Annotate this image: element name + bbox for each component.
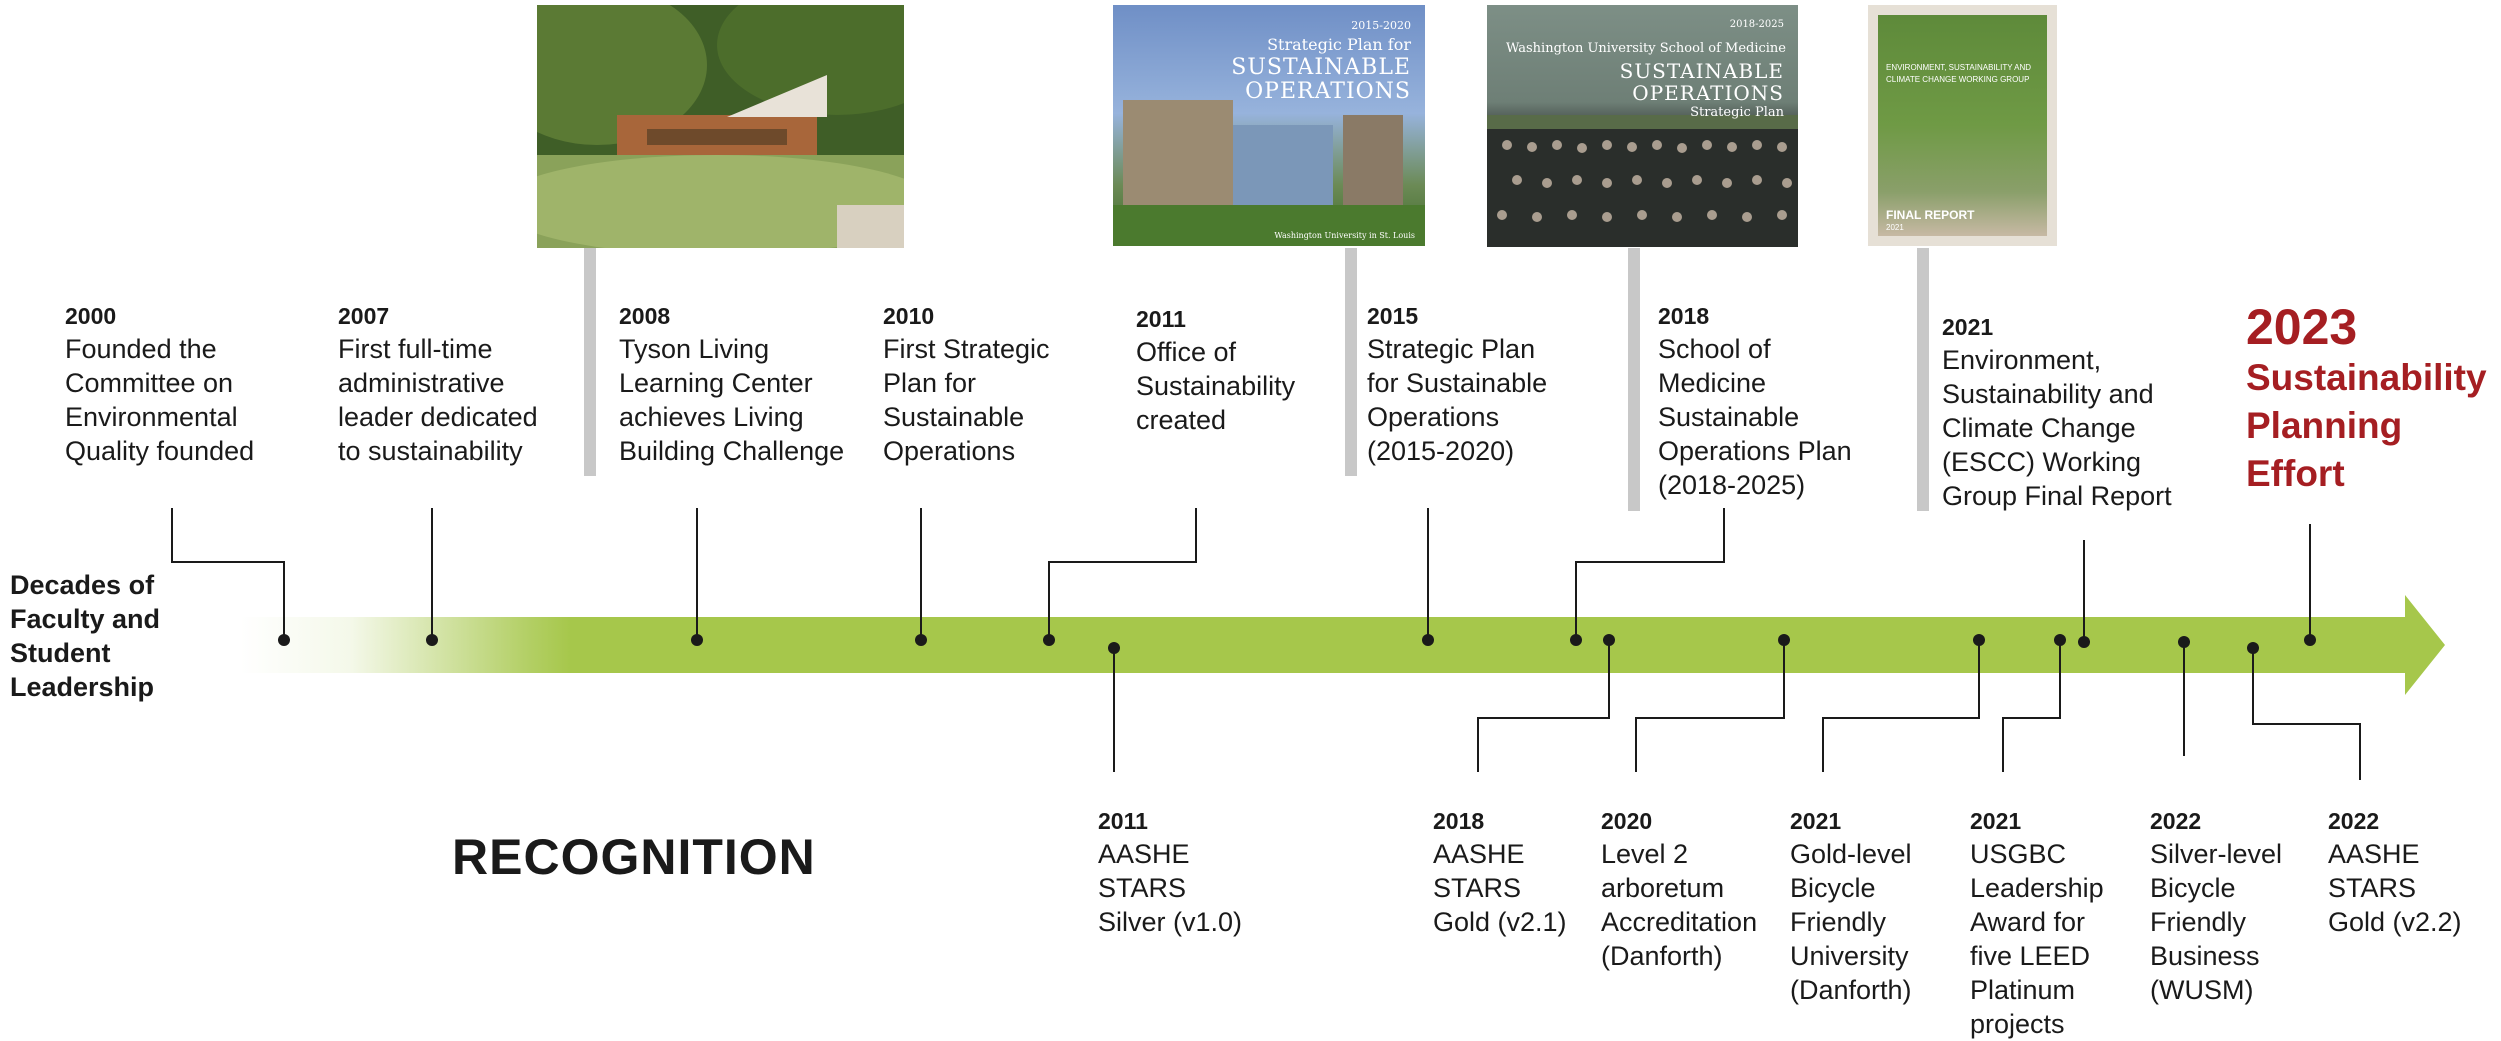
recognition-year: 2022 [2150,808,2202,834]
milestone-text: First full-time administrative leader de… [338,334,538,466]
recognition-2021-bicycle: 2021 Gold-level Bicycle Friendly Univers… [1790,805,1912,1007]
milestone-year: 2007 [338,303,390,329]
escc-report-line1: ENVIRONMENT, SUSTAINABILITY AND [1886,63,2032,72]
milestone-year: 2000 [65,303,117,329]
milestone-2010: 2010 First Strategic Plan for Sustainabl… [883,300,1050,468]
top-connectors [171,508,2311,642]
plan-2015-line1: Strategic Plan for [1267,35,1411,54]
milestone-text: Environment, Sustainability and Climate … [1942,345,2172,511]
recognition-2022-aashe: 2022 AASHE STARS Gold (v2.2) [2328,805,2462,939]
milestone-year: 2011 [1136,306,1186,332]
plan-2015-line3: OPERATIONS [1245,79,1411,104]
recognition-text: Level 2 arboretum Accreditation (Danfort… [1601,839,1758,971]
milestone-text: Founded the Committee on Environmental Q… [65,334,255,466]
milestone-2011: 2011 Office of Sustainability created [1136,303,1295,437]
escc-report-image [1878,15,2047,236]
timeline-arrow [240,595,2445,695]
plan-2018-group-photo [1487,115,1798,247]
plan-2018-line4: Strategic Plan [1690,105,1784,120]
recognition-year: 2018 [1433,808,1485,834]
recognition-text: AASHE STARS Silver (v1.0) [1098,839,1243,937]
plan-2015-buildings [1113,100,1425,246]
milestone-2021: 2021 Environment, Sustainability and Cli… [1942,311,2172,513]
recognition-2011: 2011 AASHE STARS Silver (v1.0) [1098,805,1242,939]
left-label: Decades of Faculty and Student Leadershi… [10,570,161,702]
recognition-2018: 2018 AASHE STARS Gold (v2.1) [1433,805,1567,939]
recognition-text: AASHE STARS Gold (v2.1) [1433,839,1567,937]
recognition-2020: 2020 Level 2 arboretum Accreditation (Da… [1601,805,1757,973]
milestone-2000: 2000 Founded the Committee on Environmen… [65,300,254,468]
top-connector-dots [278,634,2316,648]
recognition-text: AASHE STARS Gold (v2.2) [2328,839,2462,937]
plan-2015-publisher: Washington University in St. Louis [1274,231,1415,240]
photo-post-2021 [1917,248,1929,511]
milestone-text: Tyson Living Learning Center achieves Li… [619,334,845,466]
escc-report-line3: FINAL REPORT [1886,208,1975,222]
recognition-heading: RECOGNITION [452,829,816,885]
plan-2018-line3: OPERATIONS [1632,81,1784,105]
milestone-year: 2018 [1658,303,1710,329]
milestone-2018: 2018 School of Medicine Sustainable Oper… [1658,300,1852,502]
milestone-year: 2015 [1367,303,1419,329]
recognition-2021-usgbc: 2021 USGBC Leadership Award for five LEE… [1970,805,2104,1041]
plan-2018-line2: SUSTAINABLE [1619,59,1784,83]
plan-2015-line2: SUSTAINABLE [1231,55,1411,80]
recognition-text: Silver-level Bicycle Friendly Business (… [2150,839,2283,1005]
final-milestone-2023: 2023 Sustainability Planning Effort [2246,300,2487,498]
bottom-connectors [1113,640,2361,780]
recognition-year: 2011 [1098,808,1148,834]
photo-post-2008 [584,248,596,476]
bottom-connector-dots [1108,634,2259,654]
plan-2018-line1: Washington University School of Medicine [1506,41,1786,56]
recognition-year: 2020 [1601,808,1653,834]
escc-report-cover: ENVIRONMENT, SUSTAINABILITY AND CLIMATE … [1868,5,2057,246]
milestone-year: 2010 [883,303,935,329]
plan-2018-years: 2018-2025 [1729,19,1784,30]
milestone-text: Strategic Plan for Sustainable Operation… [1367,334,1548,466]
final-milestone-text: Sustainability Planning Effort [2246,357,2487,494]
tyson-center-photo [537,5,904,248]
recognition-year: 2021 [1970,808,2022,834]
milestone-text: Office of Sustainability created [1136,337,1296,435]
photo-post-2015 [1345,248,1357,476]
tyson-center-illustration [537,5,904,248]
final-milestone-year: 2023 [2246,299,2358,355]
milestone-year: 2021 [1942,314,1994,340]
milestone-2015: 2015 Strategic Plan for Sustainable Oper… [1367,300,1547,468]
milestone-2008: 2008 Tyson Living Learning Center achiev… [619,300,844,468]
milestone-year: 2008 [619,303,671,329]
plan-2015-cover: 2015-2020 Strategic Plan for SUSTAINABLE… [1113,5,1425,246]
milestone-text: First Strategic Plan for Sustainable Ope… [883,334,1050,466]
milestone-text: School of Medicine Sustainable Operation… [1658,334,1852,500]
recognition-text: Gold-level Bicycle Friendly University (… [1790,839,1912,1005]
recognition-year: 2021 [1790,808,1842,834]
escc-report-line2: CLIMATE CHANGE WORKING GROUP [1886,75,2030,84]
plan-2015-years: 2015-2020 [1351,19,1411,32]
milestone-2007: 2007 First full-time administrative lead… [338,300,538,468]
recognition-2022-bicycle: 2022 Silver-level Bicycle Friendly Busin… [2150,805,2282,1007]
recognition-text: USGBC Leadership Award for five LEED Pla… [1970,839,2104,1039]
plan-2018-cover: 2018-2025 Washington University School o… [1487,5,1798,247]
escc-report-line4: 2021 [1886,223,1904,232]
recognition-year: 2022 [2328,808,2380,834]
photo-post-2018 [1628,248,1640,511]
